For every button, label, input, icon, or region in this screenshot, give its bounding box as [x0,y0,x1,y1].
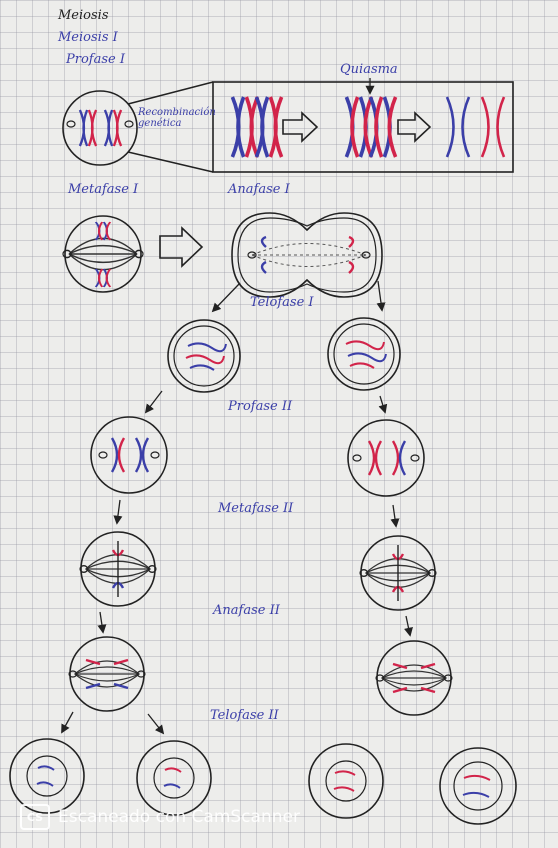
arrow [404,615,413,637]
anaphase-2-cell-right [375,640,453,716]
label-telofase-1: Telofase I [250,295,314,310]
label-metafase-2: Metafase II [218,501,294,516]
arrow [390,504,400,528]
label-telofase-2: Telofase II [210,708,279,723]
telophase-1-cell-left [167,319,241,393]
telophase-2-cell-3 [308,743,384,819]
metaphase-2-cell-right [359,535,437,611]
metaphase-2-cell-left [79,531,157,607]
prophase-1-cell [62,90,138,166]
arrow-hollow [282,111,319,143]
telophase-2-cell-4 [439,747,517,825]
arrow-hollow [397,111,432,143]
arrow [61,711,74,734]
prophase-2-cell-right [347,419,425,497]
label-profase-1: Profase I [66,52,125,67]
watermark-text: Escaneado con CamScanner [58,807,300,827]
label-anafase-2: Anafase II [213,603,280,618]
camscanner-watermark: CS Escaneado con CamScanner [20,803,300,831]
arrow-hollow [159,226,204,268]
camscanner-logo: CS [20,804,50,830]
label-anafase-1: Anafase I [228,182,290,197]
label-metafase-1: Metafase I [68,182,139,197]
heading-meiosis-1: Meiosis I [58,30,118,45]
label-profase-2: Profase II [228,399,293,414]
arrow [113,499,123,525]
label-quiasma: Quiasma [340,62,398,77]
arrow [147,713,165,735]
anaphase-2-cell-left [68,636,146,712]
telophase-2-cell-2 [136,740,212,816]
arrow [97,611,107,634]
arrow [378,395,388,414]
anaphase-1-cell [231,212,383,298]
telophase-2-cell-1 [9,738,85,814]
arrow [211,282,241,313]
metaphase-1-cell [62,215,144,293]
prophase-2-cell-left [90,416,168,494]
title-meiosis: Meiosis [58,8,109,23]
label-recombinacion: Recombinación genética [138,107,216,129]
telophase-1-cell-right [327,317,401,391]
recombination-box [212,81,514,173]
arrow [144,390,163,414]
zoom-line-top [127,81,214,105]
zoom-line-bottom [127,151,214,173]
arrow [376,280,386,312]
